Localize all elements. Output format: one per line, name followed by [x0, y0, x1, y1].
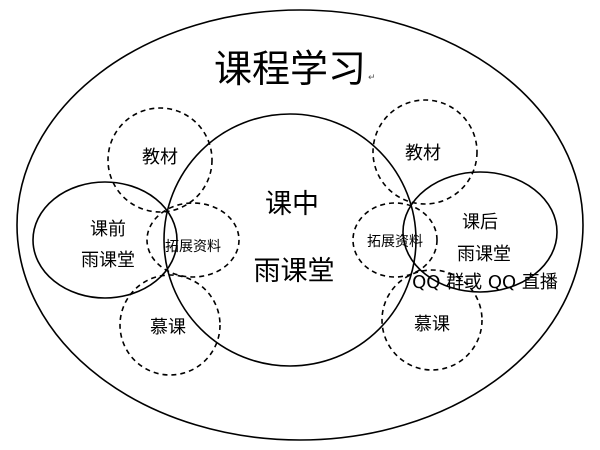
left-main-line2: 雨课堂 [81, 250, 135, 271]
left-inner-bubble [146, 202, 240, 278]
right-main-line3: QQ 群或 QQ 直播 [412, 272, 558, 293]
left-ellipse [32, 181, 178, 299]
right-main-line2: 雨课堂 [457, 244, 511, 265]
right-inner-bubble [352, 202, 438, 278]
center-circle [163, 113, 417, 367]
right-main-line1: 课后 [462, 212, 498, 233]
right-top-bubble [372, 99, 478, 205]
center-label-line2: 雨课堂 [254, 256, 335, 287]
left-main-line1: 课前 [90, 219, 126, 240]
paragraph-mark: ↵ [368, 73, 376, 83]
diagram-title: 课程学习 [214, 47, 366, 91]
right-bottom-label: 慕课 [414, 314, 450, 335]
right-inner-label: 拓展资料 [367, 234, 423, 250]
right-bottom-bubble [381, 269, 483, 371]
left-bottom-label: 慕课 [150, 317, 186, 338]
left-inner-label: 拓展资料 [165, 239, 221, 255]
right-top-label: 教材 [405, 143, 441, 164]
center-label-line1: 课中 [265, 189, 319, 220]
right-ellipse [402, 171, 558, 293]
left-bottom-bubble [119, 274, 221, 376]
left-top-label: 教材 [142, 147, 178, 168]
outer-ellipse [16, 9, 584, 441]
left-top-bubble [107, 107, 213, 213]
